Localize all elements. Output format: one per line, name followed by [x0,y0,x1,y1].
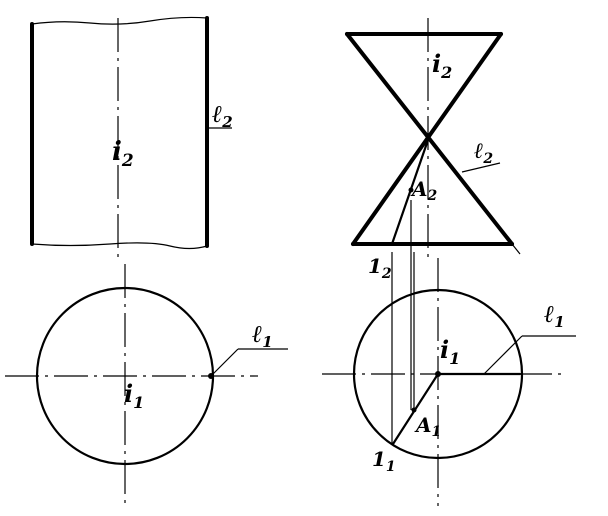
left-front-axis-label: i2 [112,137,134,171]
cylinder-front-view [30,16,232,262]
projection-lines [391,200,415,444]
point-A1 [411,407,417,413]
right-top-line-label: ℓ1 [544,299,565,331]
cylinder-top-view [5,264,288,506]
right-front-base-label: 12 [368,254,392,282]
cone-top-view [322,258,576,506]
label-l1-leader [210,348,239,377]
cone-l2-extension [511,243,521,255]
right-top-base-label: 11 [372,447,396,475]
cone-left-generator [345,32,514,246]
cylinder-bottom-break-line [31,242,208,250]
right-front-line-label: ℓ2 [474,138,493,167]
point-l1-left [208,373,214,379]
point-center-top [435,371,441,377]
right-top-point-label: A1 [414,413,441,440]
label-l2-leader-right [461,162,501,173]
left-front-line-label: ℓ2 [212,99,233,131]
right-top-axis-label: i1 [440,335,460,368]
cylinder-top-break-line [31,16,208,25]
cone-front-view [345,18,521,262]
right-front-point-label: A2 [410,177,438,204]
point-A2 [408,187,414,193]
label-l1-leader-right [483,335,523,375]
right-front-axis-label: i2 [432,49,452,82]
left-top-line-label: ℓ1 [252,319,273,351]
left-top-axis-label: i1 [124,379,144,412]
cone-right-generator [351,32,503,246]
